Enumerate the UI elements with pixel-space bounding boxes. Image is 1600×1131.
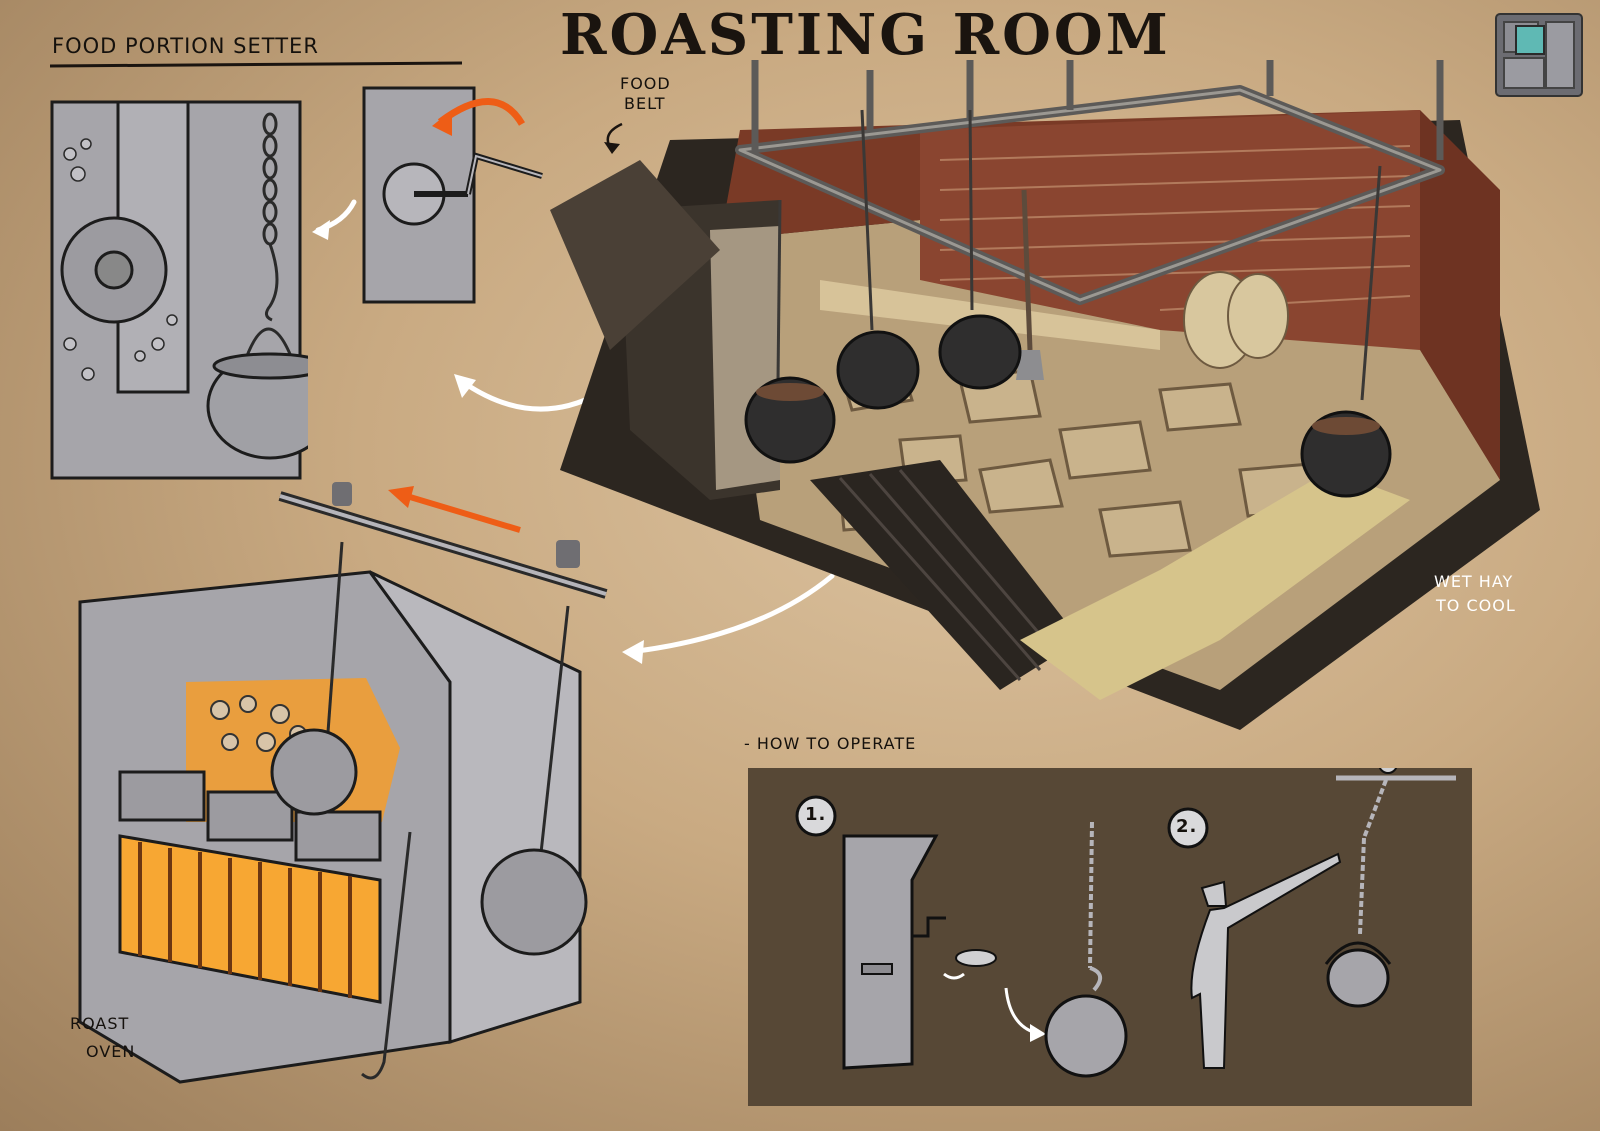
- page-title: ROASTING ROOM: [560, 2, 1171, 68]
- roast-oven-sketch: [70, 482, 610, 1102]
- crank-closeup: [356, 84, 556, 306]
- wet-hay-label-line1: WET HAY: [1434, 572, 1514, 591]
- portion-setter-closeup: [48, 94, 308, 484]
- floor-plan-icon[interactable]: [1494, 12, 1584, 98]
- food-portion-setter-heading: FOOD PORTION SETTER: [52, 34, 319, 58]
- roasting-room-isometric: [540, 50, 1560, 740]
- step-1-number: 1.: [805, 804, 827, 825]
- how-to-operate-panel: 1. 2.: [748, 768, 1472, 1106]
- roast-oven-label-line1: ROAST: [70, 1014, 130, 1033]
- food-belt-label-line2: BELT: [624, 94, 666, 113]
- step-2-number: 2.: [1176, 816, 1198, 837]
- wet-hay-label-line2: TO COOL: [1436, 596, 1516, 615]
- how-to-operate-heading: - HOW TO OPERATE: [744, 734, 917, 753]
- food-belt-label-line1: FOOD: [620, 74, 671, 93]
- roast-oven-label-line2: OVEN: [86, 1042, 136, 1061]
